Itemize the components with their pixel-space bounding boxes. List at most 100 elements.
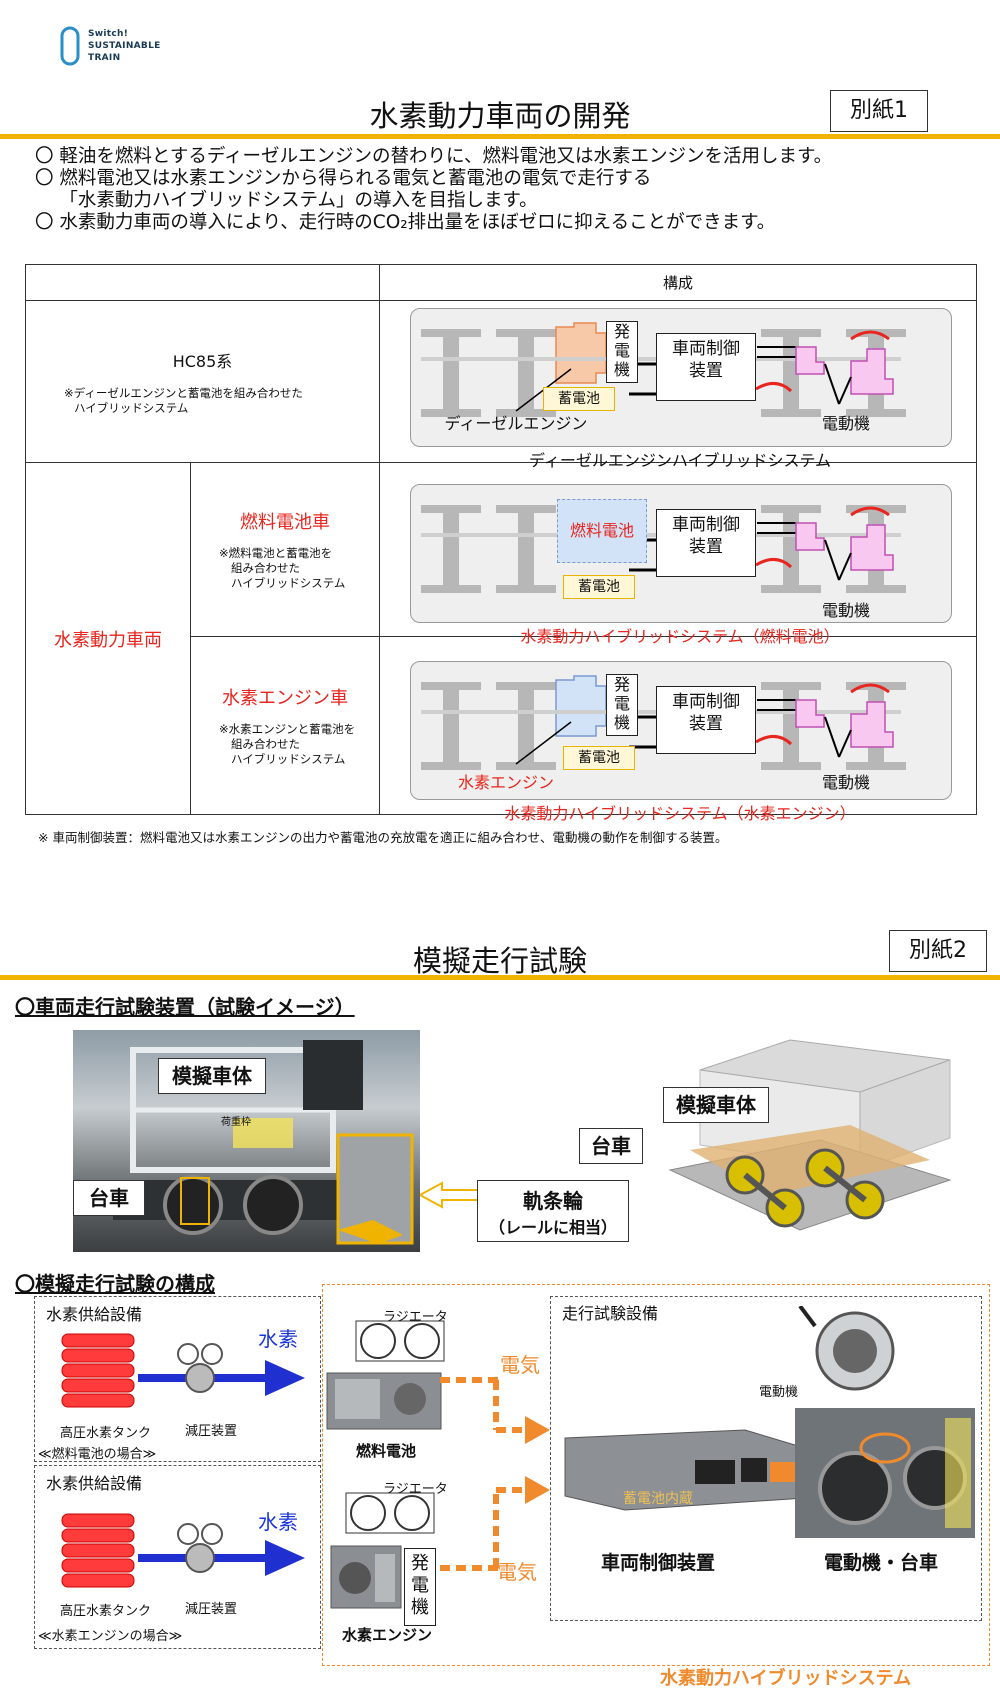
radiator-1-icon [355, 1320, 445, 1362]
motor-bogie-label: 電動機・台車 [824, 1552, 939, 1574]
generator-box-3: 発電機 [606, 674, 638, 736]
bullet-3: 「水素動力ハイブリッドシステム」の導入を目指します。 [35, 190, 538, 211]
group-hydrogen-cell: 水素動力車両 [25, 462, 191, 815]
appendix-badge-1: 別紙1 [830, 90, 928, 132]
he-note-1: ※水素エンジンと蓄電池を [219, 722, 356, 736]
diagram-fuelcell-hybrid: 燃料電池 車両制御装置 蓄電池 電動機 [410, 484, 952, 623]
battery-box: 蓄電池 [543, 387, 615, 411]
test-facility-title: 走行試験設備 [562, 1304, 659, 1323]
fc-note-2: 組み合わせた [231, 561, 300, 575]
case-label-he: ≪水素エンジンの場合≫ [38, 1629, 183, 1644]
h2-supply-fc-icon [61, 1333, 305, 1408]
vehicle-control-label: 車両制御装置 [672, 339, 740, 381]
h2-engine-unit-icon [330, 1545, 402, 1609]
supply-box-fc [34, 1296, 321, 1462]
group-hydrogen-label: 水素動力車両 [54, 629, 162, 651]
vehicle-control-label-3: 車両制御装置 [672, 692, 740, 734]
diesel-engine-label: ディーゼルエンジン [444, 414, 588, 433]
reducer-label-fc: 減圧装置 [185, 1424, 238, 1439]
motor-label: 電動機 [821, 414, 870, 433]
supply-box-he [34, 1465, 321, 1649]
arrow-left-icon [420, 1181, 480, 1209]
electricity-flow-icon [440, 1377, 550, 1571]
table-header-empty [25, 264, 380, 301]
row-hc85-label: HC85系 ※ディーゼルエンジンと蓄電池を組み合わせた ハイブリッドシステム [25, 300, 380, 463]
table-header-composition: 構成 [379, 264, 977, 301]
test-rig-cg-icon [668, 1039, 952, 1231]
supply-title-fc: 水素供給設備 [46, 1305, 143, 1324]
diagram-h2engine-hybrid: 発電機 車両制御装置 蓄電池 水素エンジン 電動機 [410, 661, 952, 800]
fc-note-1: ※燃料電池と蓄電池を [219, 546, 333, 560]
logo-line2: SUSTAINABLE [88, 41, 161, 51]
bullet-1: 〇 軽油を燃料とするディーゼルエンジンの替わりに、燃料電池又は水素エンジンを活用… [35, 146, 833, 167]
vehicle-control-label-p2: 車両制御装置 [601, 1552, 716, 1574]
roller-label-line2: （レールに相当） [488, 1218, 617, 1237]
caption-fuelcell-hybrid: 水素動力ハイブリッドシステム（燃料電池） [520, 627, 840, 646]
hc85-note-2: ハイブリッドシステム [74, 400, 189, 415]
vehicle-control-label-2: 車両制御装置 [672, 515, 740, 557]
generator-label: 発電機 [613, 322, 630, 379]
photo-label-bogie: 台車 [73, 1180, 145, 1216]
motor-label-3: 電動機 [821, 773, 870, 792]
motor-unit-icon [798, 1306, 895, 1391]
generator-label-3: 発電機 [613, 675, 630, 732]
cg-label-body: 模擬車体 [663, 1087, 769, 1123]
electricity-label-2: 電気 [497, 1560, 537, 1584]
caption-h2engine-hybrid: 水素動力ハイブリッドシステム（水素エンジン） [504, 804, 856, 823]
section-test-equipment: 〇車両走行試験装置（試験イメージ） [15, 995, 355, 1019]
appendix-badge-2: 別紙2 [889, 930, 987, 972]
bullet-2: 〇 燃料電池又は水素エンジンから得られる電気と蓄電池の電気で走行する [35, 168, 652, 189]
title-rule-1 [0, 134, 1000, 139]
radiator-2-icon [345, 1492, 435, 1534]
fc-note-3: ハイブリッドシステム [231, 576, 346, 590]
row-he-label: 水素エンジン車 ※水素エンジンと蓄電池を 組み合わせた ハイブリッドシステム [190, 636, 380, 815]
he-name: 水素エンジン車 [222, 688, 348, 709]
battery-inside-label: 蓄電池内蔵 [623, 1491, 693, 1507]
hc85-note-1: ※ディーゼルエンジンと蓄電池を組み合わせた [64, 385, 303, 400]
page-title-1: 水素動力車両の開発 [369, 99, 631, 133]
footnote: ※ 車両制御装置：燃料電池又は水素エンジンの出力や蓄電池の充放電を適正に組み合わ… [38, 830, 728, 845]
vehicle-control-box-2: 車両制御装置 [656, 509, 756, 577]
h2-label-he: 水素 [258, 1510, 298, 1534]
reducer-label-he: 減圧装置 [185, 1602, 238, 1617]
generator-box-p2: 発電機 [404, 1548, 436, 1626]
motor-bogie-photo-icon [795, 1408, 975, 1538]
caption-diesel-hybrid: ディーゼルエンジンハイブリッドシステム [528, 451, 832, 470]
electricity-label-1: 電気 [500, 1353, 540, 1377]
vehicle-control-box-3: 車両制御装置 [656, 686, 756, 754]
motor-photo-label: 電動機 [759, 1385, 799, 1400]
test-rig-photo-icon [113, 1040, 414, 1245]
hybrid-system-region [322, 1284, 990, 1666]
photo-label-body: 模擬車体 [158, 1058, 266, 1094]
motor-label-2: 電動機 [821, 601, 870, 620]
section-test-configuration: 〇模擬走行試験の構成 [15, 1272, 215, 1296]
logo: Switch! SUSTAINABLE TRAIN [60, 22, 190, 72]
h2-label-fc: 水素 [258, 1327, 298, 1351]
logo-mark-icon [60, 26, 80, 66]
generator-box: 発電機 [606, 321, 638, 383]
he-note-2: 組み合わせた [231, 737, 300, 751]
case-label-fc: ≪燃料電池の場合≫ [38, 1447, 157, 1462]
fc-name: 燃料電池車 [240, 512, 330, 533]
title-rule-2 [0, 975, 1000, 980]
logo-line1: Switch! [88, 29, 129, 39]
bullet-4: 〇 水素動力車両の導入により、走行時のCO₂排出量をほぼゼロに抑えることができま… [35, 212, 776, 233]
hybrid-system-label: 水素動力ハイブリッドシステム [660, 1668, 912, 1689]
vehicle-control-box: 車両制御装置 [656, 333, 756, 401]
cg-label-bogie: 台車 [579, 1128, 643, 1164]
diesel-hybrid-schematic-icon [421, 322, 906, 417]
h2-supply-he-icon [61, 1513, 305, 1588]
roller-label: 軌条輪 （レールに相当） [477, 1180, 629, 1242]
h2-engine-label-p2: 水素エンジン [342, 1626, 433, 1644]
fuel-cell-box: 燃料電池 [557, 499, 647, 563]
vehicle-control-unit-icon [564, 1429, 806, 1511]
logo-line3: TRAIN [88, 53, 121, 63]
generator-label-p2: 発電機 [411, 1553, 429, 1618]
fuel-cell-unit-icon [326, 1372, 442, 1430]
row-fc-label: 燃料電池車 ※燃料電池と蓄電池を 組み合わせた ハイブリッドシステム [190, 462, 380, 637]
bullet-list: 〇 軽油を燃料とするディーゼルエンジンの替わりに、燃料電池又は水素エンジンを活用… [35, 146, 832, 234]
battery-box-3: 蓄電池 [563, 746, 635, 770]
fuel-cell-label: 燃料電池 [356, 1442, 417, 1460]
photo-sign: 荷重枠 [221, 1117, 251, 1128]
h2-engine-label: 水素エンジン [457, 773, 554, 792]
